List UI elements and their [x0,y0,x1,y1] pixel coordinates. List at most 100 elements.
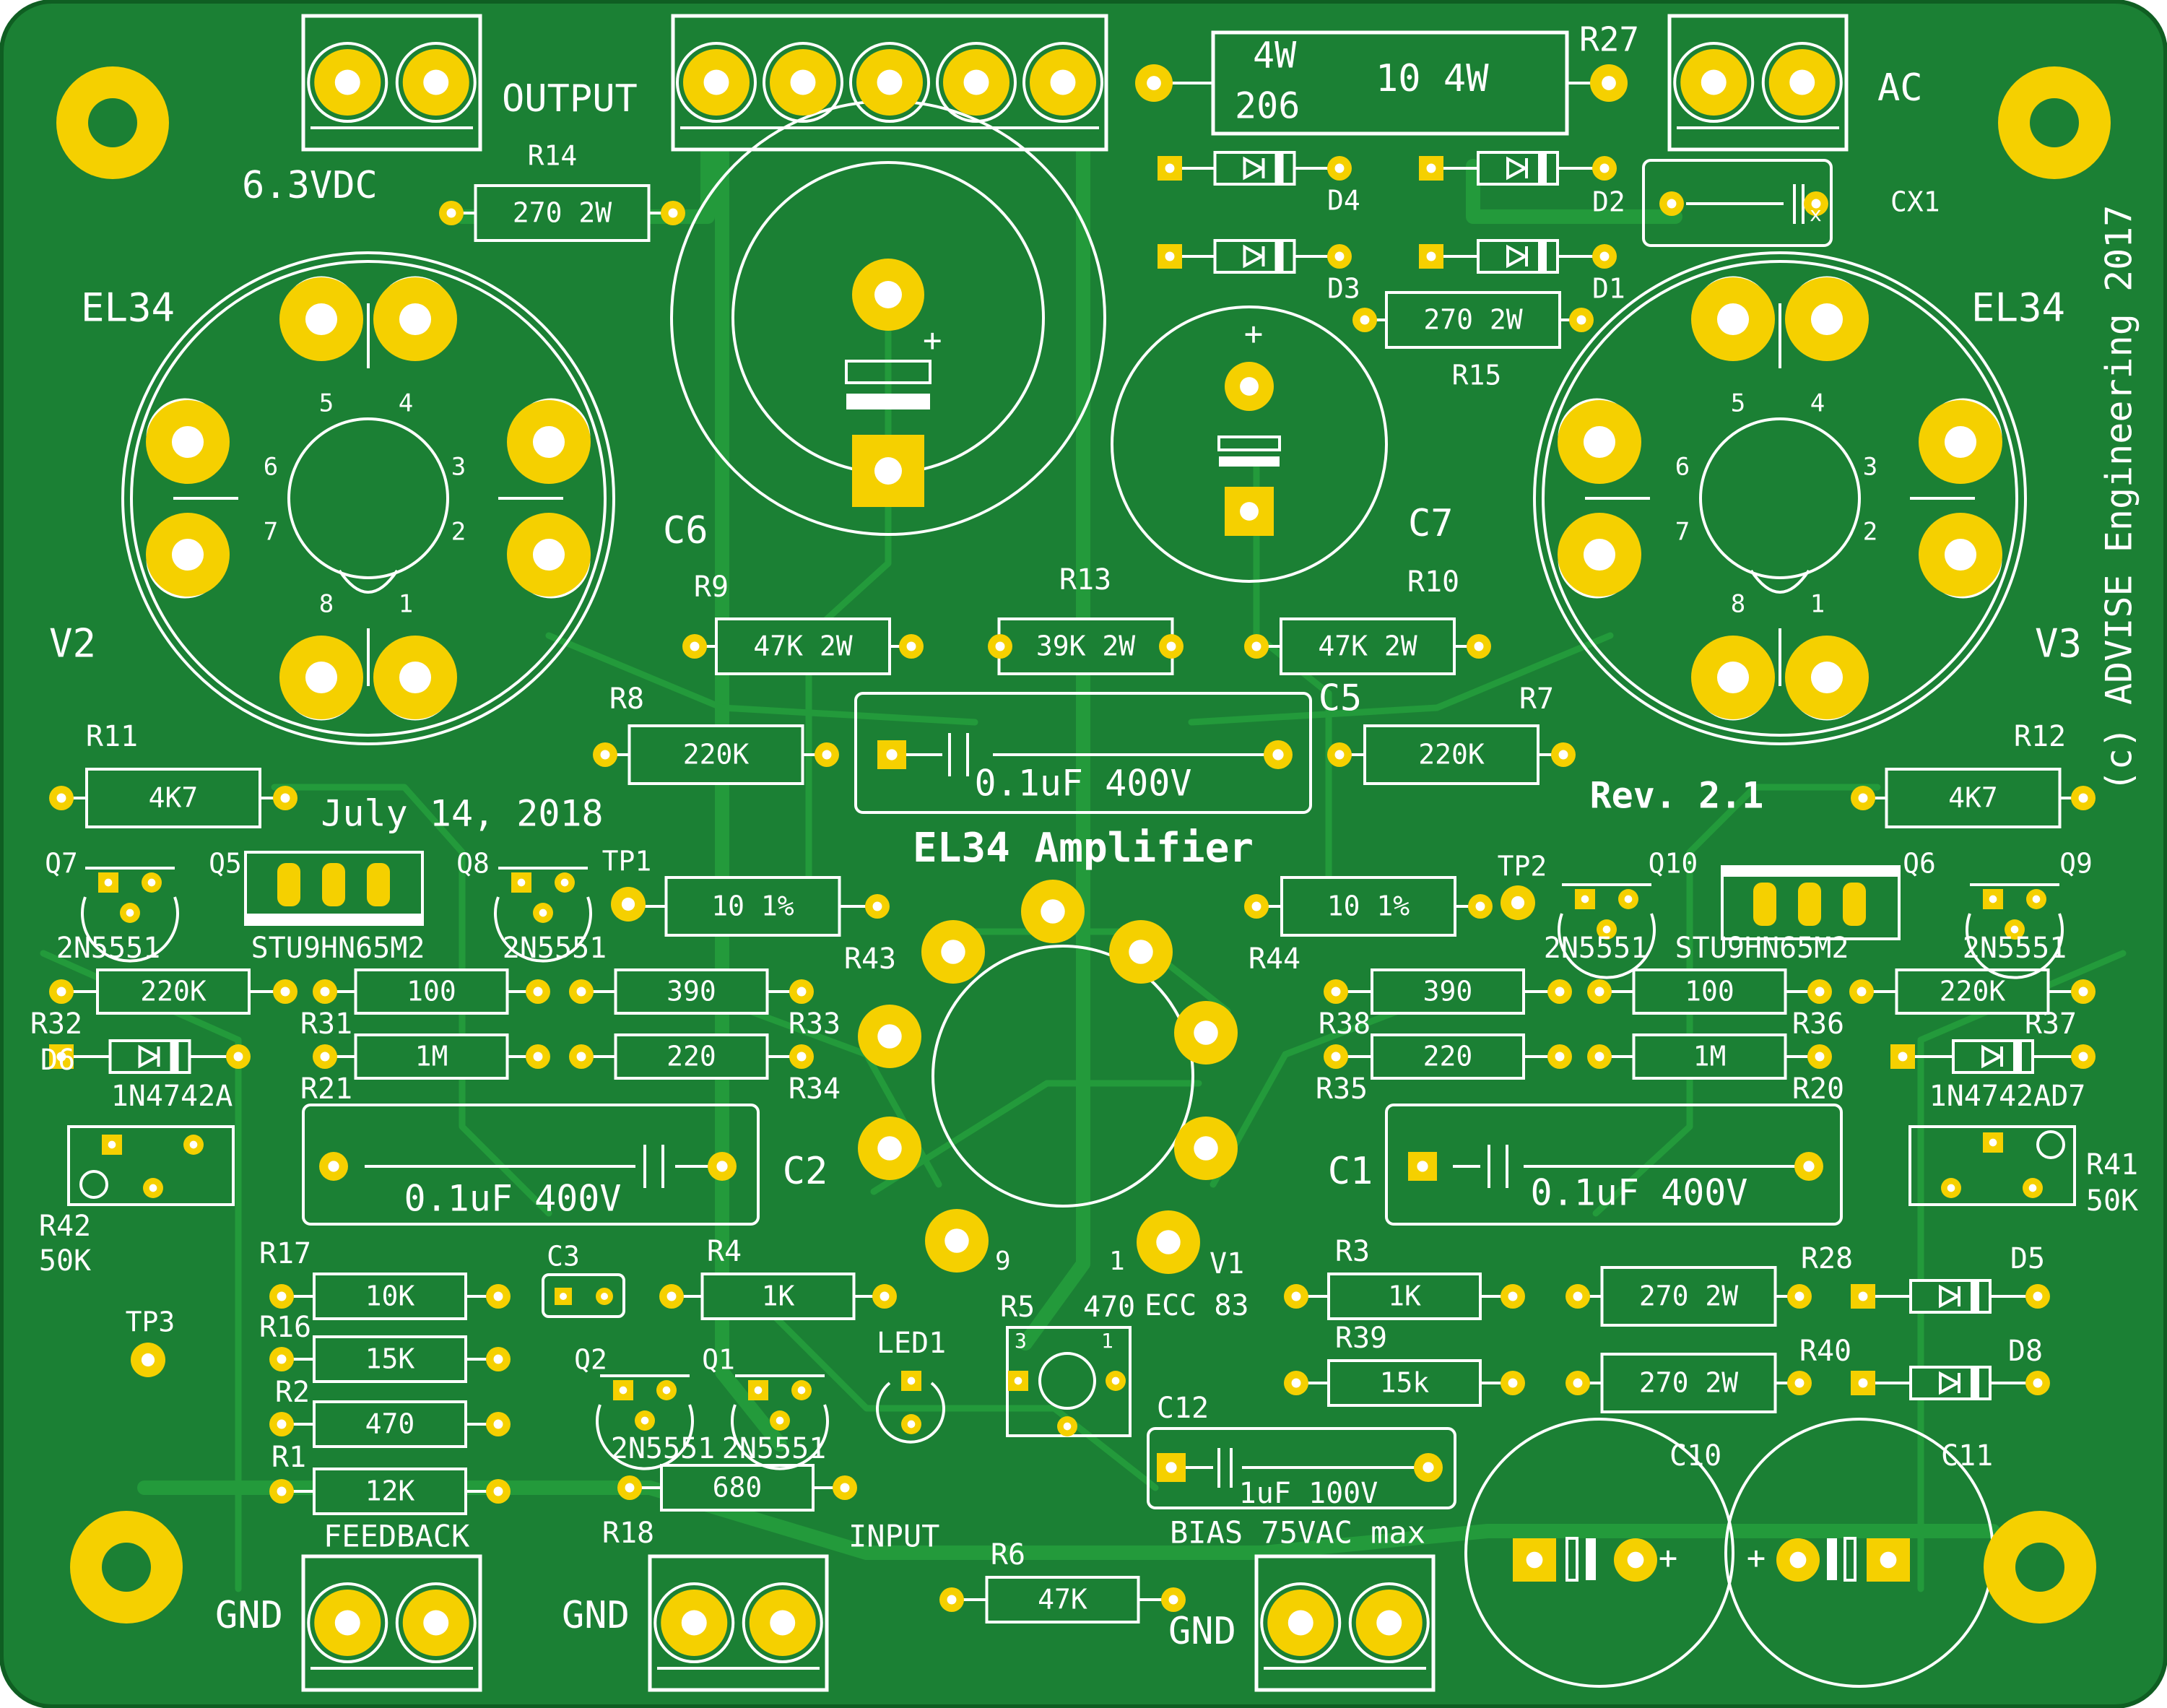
label-c12-ref: C12 [1157,1392,1209,1425]
resistor-r18-value: 680 [713,1472,763,1504]
label-r32-ref: R32 [30,1007,82,1041]
label-r40-ref: R40 [1799,1335,1851,1368]
tube-socket-v3-pin-label-8: 8 [1731,590,1745,619]
tube-socket-v2-pin-label-4: 4 [399,389,413,418]
transistor-q10-outline [1558,913,1656,979]
resistor-r40-value: 270 2W [1639,1367,1738,1399]
resistor-r3-value: 1K [1388,1280,1421,1312]
resistor-r16-value: 15K [365,1343,415,1375]
resistor-r21-pad-2-hole [533,1052,543,1062]
label-q5-value: STU9HN65M2 [251,932,425,965]
cap-c11-pad-minus-hole [1880,1551,1897,1569]
terminal-bias-ring-2 [1348,1582,1430,1663]
transistor-q8-pad-3-hole [539,909,547,917]
resistor-r44-body [1280,876,1456,937]
transistor-q7-outline [81,896,179,963]
tube-socket-v3-pin-label-4: 4 [1810,389,1825,418]
cap-c5-body [854,692,1312,814]
cap-c11-pad-plus-hole [1789,1551,1807,1569]
resistor-r14-value: 270 2W [513,197,612,229]
resistor-r31-pad-1-hole [320,987,330,997]
cap-c6-symbol-2 [846,394,930,409]
testpoint-tp1-hole [621,897,635,911]
resistor-r37-pad-2-hole [2078,987,2088,997]
mosfet-q5-pad-1 [277,863,300,906]
trimmer-r42-pad-1-hole [108,1140,116,1149]
resistor-r32-body [96,968,251,1015]
transistor-q8-pad-1-hole [517,878,526,887]
trimmer-r5-pad-3-hole [1014,1377,1022,1385]
transistor-q2-outline [596,1404,694,1470]
label-d4: D4 [1327,185,1360,217]
terminal-bias-pad-1-hole [1287,1610,1313,1636]
label-r2-ref: R2 [275,1376,310,1409]
label-c11-ref: C11 [1941,1439,1993,1473]
cap-c2-body [302,1104,760,1226]
resistor-r39-body [1327,1359,1482,1407]
tube-socket-v2-pad-8-hole [305,661,338,694]
terminal-output-ring-1 [676,42,757,123]
tube-socket-v3-pad-7-hole [1583,538,1616,571]
trimmer-r41-pad-2-hole [1947,1184,1955,1192]
label-c10-ref: C10 [1669,1439,1721,1473]
resistor-r1-pad-1-hole [277,1486,287,1496]
label-v1-pin9: 9 [995,1247,1011,1276]
tube-socket-v2-pad-5-hole [305,303,338,336]
mosfet-q5-pad-2 [322,863,345,906]
mosfet-q6-pad-2 [1798,883,1821,926]
cap-cx1-body [1642,159,1833,247]
resistor-r15-value: 270 2W [1423,304,1522,336]
cap-c10-symbol-fill [1586,1538,1596,1580]
transistor-q7-pad-2-hole [147,878,156,887]
tube-socket-v2-pin-label-1: 1 [399,590,413,619]
label-r42-value: 50K [39,1244,91,1278]
label-r9-ref: R9 [694,571,729,604]
resistor-r39-value: 15k [1380,1367,1430,1399]
resistor-r27-pad-1-hole [1147,76,1161,90]
cap-c10-symbol [1565,1537,1578,1582]
cap-c5-pad-1-hole [886,749,898,760]
terminal-output-ring-5 [1022,42,1103,123]
label-q1-value: 2N5551 [722,1432,827,1465]
resistor-r10-body [1280,617,1456,675]
terminal-bias-ring-1 [1260,1582,1342,1663]
tube-socket-v2-pad-4-hole [399,303,432,336]
tube-socket-v2-key [287,417,449,579]
cap-cx1-pad-1-hole [1667,199,1677,209]
resistor-r31-value: 100 [407,976,456,1007]
label-gnd-bias: GND [1168,1610,1236,1653]
label-r41-ref: R41 [2086,1148,2138,1182]
label-r5-ref: R5 [1000,1291,1035,1324]
resistor-r12-value: 4K7 [1948,782,1998,814]
resistor-r20-value: 1M [1693,1041,1727,1072]
tube-socket-v3-pin-label-3: 3 [1863,453,1877,482]
resistor-r2-body [313,1400,467,1448]
resistor-r37-pad-1-hole [1857,987,1867,997]
label-gnd-input: GND [562,1594,630,1637]
diode-d7-band [2013,1041,2022,1072]
cap-c10-pad-minus-hole [1526,1551,1543,1569]
tube-socket-v3-pad-1-hole [1810,661,1844,694]
tube-socket-v3-pin-label-1: 1 [1810,590,1825,619]
resistor-r10-pad-2-hole [1474,641,1484,651]
resistor-r35-pad-2-hole [1555,1052,1565,1062]
resistor-r13-pad-1-hole [995,641,1005,651]
terminal-output-pad-2-hole [790,69,816,95]
terminal-heater-ring-1 [307,42,388,123]
cap-c6-pad-plus-hole [874,281,902,308]
cap-c12-body [1147,1427,1456,1509]
diode-d4-band [1274,152,1284,184]
cap-c3-body [542,1273,625,1318]
tube-socket-v3-pad-6-hole [1583,425,1616,459]
resistor-r8-body [627,724,804,785]
tube-socket-v2-pin-label-3: 3 [451,453,466,482]
label-r5-pin3: 3 [1015,1329,1027,1353]
trimmer-r41-pad-1-hole [1989,1138,1997,1147]
tube-socket-v3-pad-5-hole [1716,303,1750,336]
resistor-r28-value: 270 2W [1639,1280,1738,1312]
label-q9-ref: Q9 [2059,848,2093,880]
cap-c7-symbol-2 [1219,456,1280,467]
resistor-r4-body [700,1273,856,1320]
testpoint-tp3-hole [141,1353,155,1367]
